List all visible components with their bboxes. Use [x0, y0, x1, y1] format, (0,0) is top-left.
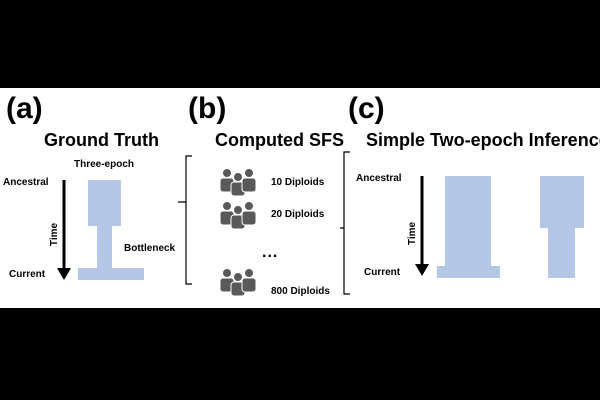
recent-epoch-block: [78, 268, 144, 280]
people-group-icon: [218, 201, 264, 236]
panel-a-model-label: Three-epoch: [74, 159, 135, 170]
left-bracket-b: [178, 155, 192, 285]
sample-label-20: 20 Diploids: [271, 209, 325, 220]
panel-a-title: Ground Truth: [44, 130, 159, 150]
people-group-icon: [218, 168, 264, 203]
panel-a-letter: (a): [6, 92, 43, 125]
people-group-icon: [218, 268, 264, 303]
diagram-lines: [57, 151, 429, 295]
sample-label-800: 800 Diploids: [271, 286, 330, 297]
right-bracket-c: [340, 151, 350, 295]
panel-b-title: Computed SFS: [215, 130, 344, 150]
panel-b-letter: (b): [188, 92, 227, 125]
expansion-ancestral-block: [445, 176, 491, 266]
contraction-recent-block: [548, 228, 575, 278]
sample-label-10: 10 Diploids: [271, 177, 325, 188]
sample-ellipsis: ...: [262, 244, 279, 261]
ancestral-epoch-block: [88, 180, 121, 226]
panel-c-time-label: Time: [407, 221, 419, 246]
panel-a-ancestral-label: Ancestral: [3, 177, 49, 188]
time-arrow-c-icon: [415, 176, 429, 276]
contraction-ancestral-block: [540, 176, 584, 228]
panel-c-title: Simple Two-epoch Inference: [366, 130, 600, 150]
panel-c-current-label: Current: [364, 267, 401, 278]
time-arrow-a-icon: [57, 180, 71, 280]
panel-a-bottleneck-label: Bottleneck: [124, 243, 176, 254]
panel-a-time-label: Time: [49, 222, 61, 247]
panel-c-ancestral-label: Ancestral: [356, 173, 402, 184]
figure-panel: (a) Ground Truth Three-epoch Ancestral T…: [0, 88, 600, 308]
panel-a-current-label: Current: [9, 269, 46, 280]
panel-c-letter: (c): [348, 92, 385, 125]
bottleneck-epoch-block: [97, 226, 112, 268]
expansion-recent-block: [437, 266, 500, 278]
